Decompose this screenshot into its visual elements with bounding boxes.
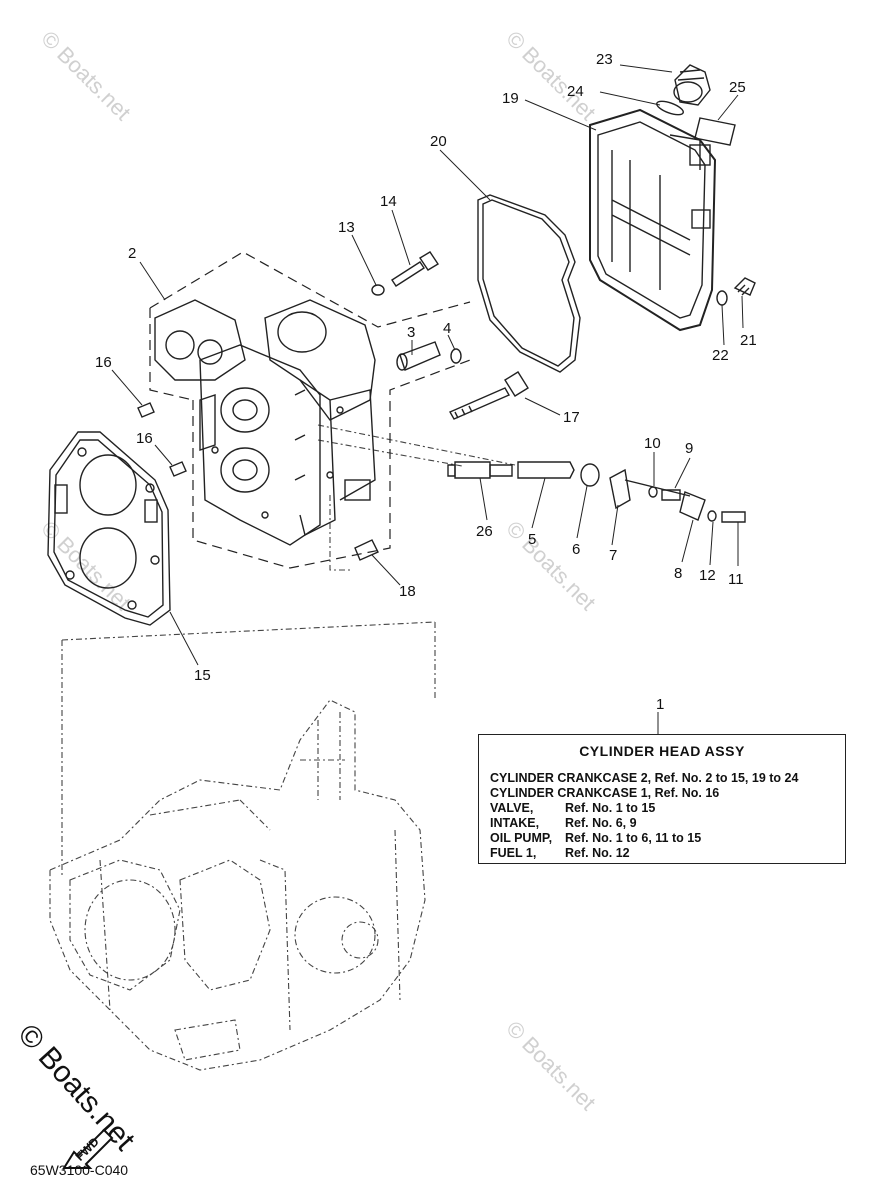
- cover-bolt: [733, 277, 756, 296]
- info-box-title: CYLINDER HEAD ASSY: [579, 743, 745, 759]
- info-row-label: FUEL 1,: [490, 846, 537, 860]
- callout-17: 17: [563, 409, 580, 426]
- info-row: INTAKE, Ref. No. 6, 9: [490, 816, 798, 831]
- info-row-label: CYLINDER CRANKCASE 2,: [490, 771, 652, 785]
- callout-25: 25: [729, 79, 746, 96]
- plate-8: [679, 491, 706, 521]
- seal-6: [580, 463, 600, 487]
- callout-16-upper: 16: [95, 354, 112, 371]
- info-row: CYLINDER CRANKCASE 1, Ref. No. 16: [490, 786, 798, 801]
- callout-13: 13: [338, 219, 355, 236]
- callout-26: 26: [476, 523, 493, 540]
- bolt-11: [721, 511, 746, 523]
- callout-12: 12: [699, 567, 716, 584]
- watermark-middle: © Boats.net: [501, 516, 600, 615]
- watermarks: © Boats.net © Boats.net © Boats.net © Bo…: [36, 26, 600, 1115]
- watermark-top-left: © Boats.net: [36, 26, 135, 125]
- info-row-label: OIL PUMP,: [490, 831, 553, 845]
- watermark-bottom: © Boats.net: [501, 1016, 600, 1115]
- callout-24: 24: [567, 83, 584, 100]
- shaft-5: [517, 461, 575, 479]
- watermark-top-right: © Boats.net: [501, 26, 600, 125]
- callout-14: 14: [380, 193, 397, 210]
- callout-10: 10: [644, 435, 661, 452]
- info-row-label: VALVE,: [490, 801, 534, 815]
- info-row: FUEL 1, Ref. No. 12: [490, 846, 798, 861]
- info-row-text: Ref. No. 2 to 15, 19 to 24: [654, 771, 799, 785]
- info-row-label: INTAKE,: [490, 816, 540, 830]
- label-plate: [694, 117, 736, 146]
- cylinder-block-outline: [49, 699, 426, 1071]
- callout-11: 11: [728, 571, 744, 588]
- sleeve-3: [396, 341, 441, 371]
- callout-19: 19: [502, 90, 519, 107]
- bracket-7: [609, 468, 691, 510]
- spark-plug: [447, 461, 513, 479]
- callout-22: 22: [712, 347, 729, 364]
- callout-16-lower: 16: [136, 430, 153, 447]
- info-row: VALVE, Ref. No. 1 to 15: [490, 801, 798, 816]
- callout-9: 9: [685, 440, 693, 457]
- callout-6: 6: [572, 541, 580, 558]
- assembly-info-box: CYLINDER HEAD ASSY CYLINDER CRANKCASE 2,…: [478, 734, 846, 864]
- callout-2: 2: [128, 245, 136, 262]
- callout-1: 1: [656, 696, 664, 713]
- cylinder-head-cover: [589, 108, 717, 332]
- cover-gasket: [477, 194, 581, 373]
- cover-washer: [716, 290, 728, 306]
- filler-cap: [673, 64, 711, 106]
- cylinder-head: [149, 251, 471, 569]
- callout-7: 7: [609, 547, 617, 564]
- ring-4: [450, 348, 462, 364]
- long-bolt-17: [449, 371, 529, 420]
- alignment-lines: [61, 424, 516, 875]
- callout-8: 8: [674, 565, 682, 582]
- callout-3: 3: [407, 324, 415, 341]
- callout-4: 4: [443, 320, 451, 337]
- info-row: CYLINDER CRANKCASE 2, Ref. No. 2 to 15, …: [490, 771, 798, 786]
- head-gasket: [47, 431, 171, 626]
- info-row-text: Ref. No. 6, 9: [565, 816, 637, 830]
- callout-18: 18: [399, 583, 416, 600]
- dowel-pins: [137, 402, 187, 477]
- callout-numbers: 1 2 3 4 5 6 7 8 9 10 11 12 13 14 15 16 1…: [95, 51, 757, 713]
- washer-12: [707, 510, 717, 522]
- info-row: OIL PUMP, Ref. No. 1 to 6, 11 to 15: [490, 831, 798, 846]
- washer-10: [648, 486, 658, 498]
- callout-20: 20: [430, 133, 447, 150]
- info-row-text: Ref. No. 12: [565, 846, 630, 860]
- callout-15: 15: [194, 667, 211, 684]
- info-row-label: CYLINDER CRANKCASE 1,: [490, 786, 652, 800]
- leader-lines: [111, 64, 744, 734]
- info-box-rows: CYLINDER CRANKCASE 2, Ref. No. 2 to 15, …: [490, 771, 798, 861]
- info-row-text: Ref. No. 16: [654, 786, 720, 800]
- drawing-code: 65W3100-C040: [30, 1162, 129, 1178]
- bolt-9: [661, 489, 681, 501]
- head-bolt-14: [391, 251, 439, 287]
- callout-23: 23: [596, 51, 613, 68]
- callout-5: 5: [528, 531, 536, 548]
- o-ring: [656, 100, 684, 116]
- bolt-18: [354, 539, 379, 561]
- callout-21: 21: [740, 332, 757, 349]
- washer-13: [371, 284, 385, 296]
- fwd-arrow-icon: FWD: [62, 1128, 114, 1169]
- info-row-text: Ref. No. 1 to 15: [565, 801, 656, 815]
- info-row-text: Ref. No. 1 to 6, 11 to 15: [565, 831, 702, 845]
